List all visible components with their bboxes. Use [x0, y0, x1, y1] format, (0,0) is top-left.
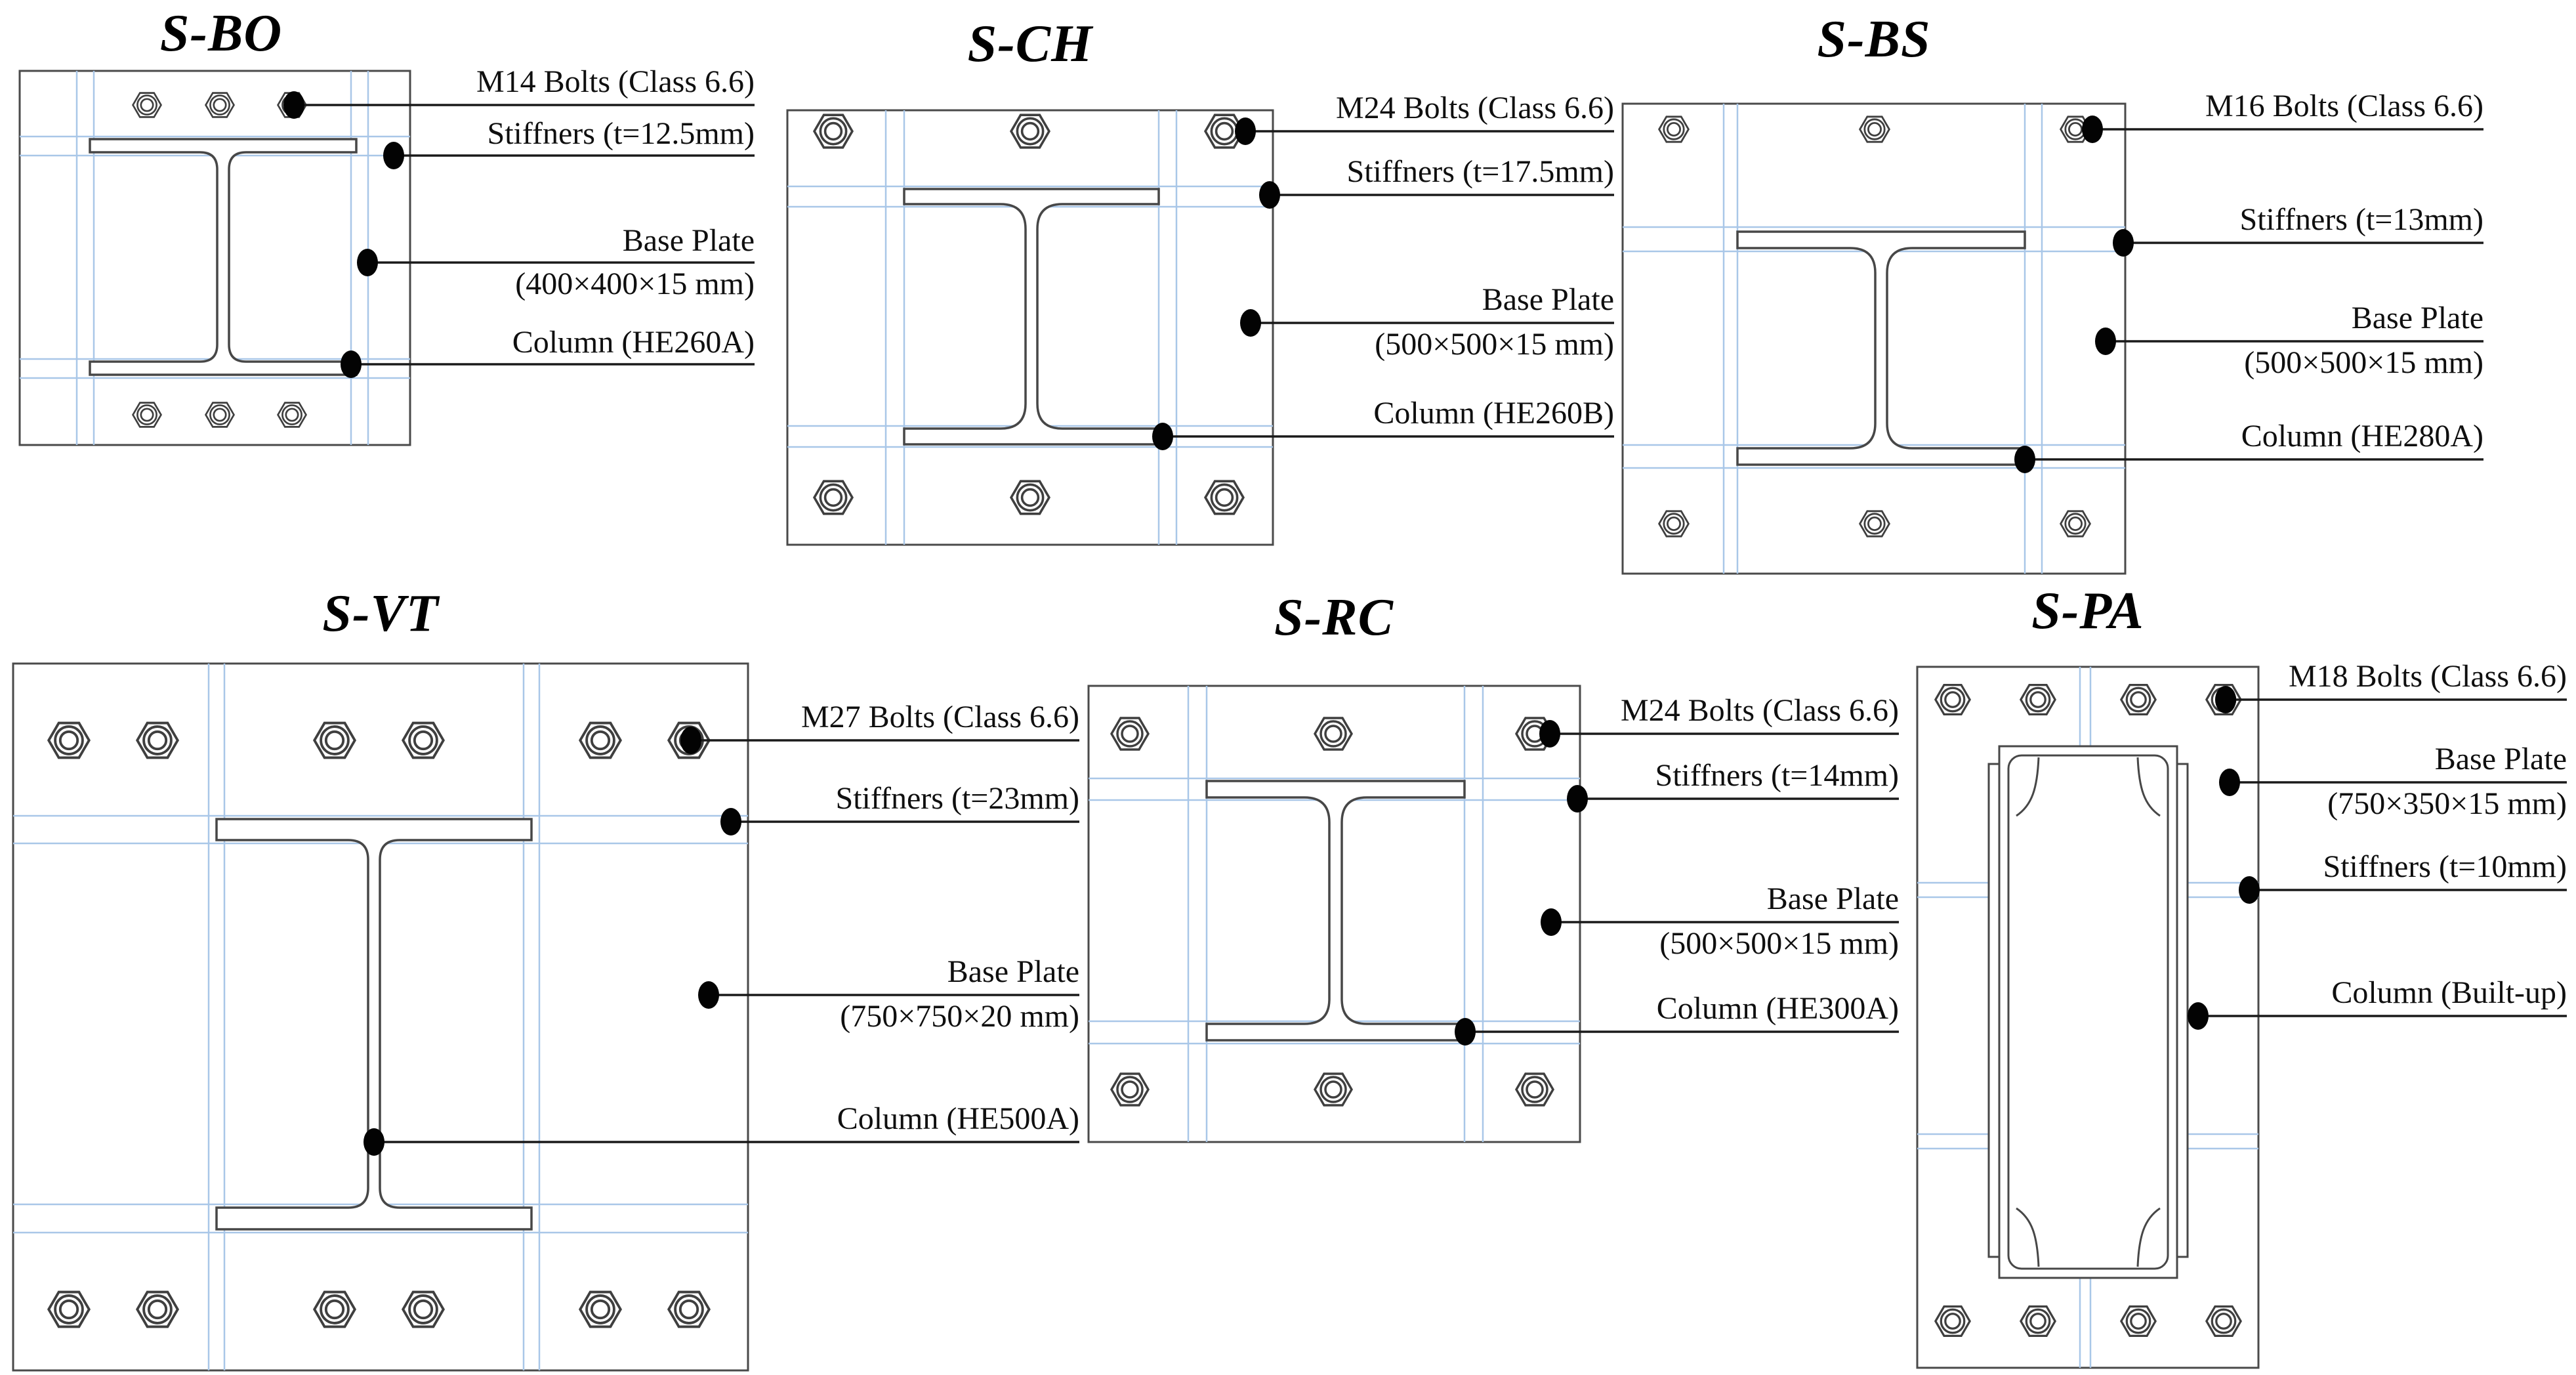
label-base-plate: Base Plate — [1766, 881, 1899, 916]
panel-s-pa: S-PA M18 Bolts (Class 6.6) Base Plate (7… — [1911, 578, 2575, 1375]
panel-title: S-BS — [1817, 11, 1931, 68]
stiffener-lines — [13, 664, 748, 1370]
leader-lines — [283, 91, 755, 378]
panel-title: S-CH — [967, 15, 1093, 73]
label-column: Column (Built-up) — [2331, 975, 2567, 1010]
label-bolts: M14 Bolts (Class 6.6) — [476, 64, 755, 99]
label-base-plate-dims: (750×750×20 mm) — [840, 999, 1079, 1034]
label-stiffeners: Stiffners (t=23mm) — [835, 781, 1079, 816]
label-base-plate-dims: (500×500×15 mm) — [2244, 345, 2483, 380]
label-column: Column (HE260A) — [512, 325, 755, 360]
leader-lines — [1455, 720, 1899, 1046]
label-base-plate-dims: (400×400×15 mm) — [515, 266, 755, 301]
panel-title: S-BO — [159, 5, 283, 62]
label-bolts: M24 Bolts (Class 6.6) — [1335, 91, 1614, 125]
label-base-plate: Base Plate — [2434, 742, 2567, 776]
base-plate-outline — [1621, 102, 2127, 575]
box-outer — [1998, 745, 2178, 1279]
panel-title: S-VT — [322, 585, 439, 643]
label-bolts: M18 Bolts (Class 6.6) — [2288, 659, 2567, 694]
label-column: Column (HE260B) — [1373, 396, 1614, 431]
label-base-plate: Base Plate — [622, 223, 755, 258]
diagram-s-rc — [1087, 685, 1899, 1143]
label-column: Column (HE300A) — [1656, 991, 1899, 1026]
label-base-plate-dims: (750×350×15 mm) — [2327, 786, 2567, 821]
side-plate-right — [2176, 763, 2189, 1258]
column-section — [1987, 745, 2189, 1279]
base-plate-outline — [18, 70, 411, 446]
side-plate-left — [1987, 763, 2001, 1258]
panel-s-vt: S-VT M27 Bolts (Class 6.6) Stiffners (t=… — [7, 578, 1089, 1375]
panel-s-bs: S-BS M16 Bolts (Class 6.6) Stiffners (t=… — [1619, 0, 2493, 578]
stiffener-lines — [1623, 104, 2125, 574]
stiffener-lines — [787, 110, 1273, 545]
leader-lines — [364, 727, 1079, 1156]
label-base-plate: Base Plate — [947, 954, 1079, 989]
diagram-s-bo — [18, 70, 755, 446]
label-bolts: M24 Bolts (Class 6.6) — [1620, 693, 1899, 728]
column-section — [215, 818, 533, 1231]
label-base-plate: Base Plate — [2351, 301, 2483, 335]
label-stiffeners: Stiffners (t=14mm) — [1655, 758, 1899, 793]
label-stiffeners: Stiffners (t=13mm) — [2239, 202, 2483, 237]
label-base-plate: Base Plate — [1482, 282, 1614, 317]
leader-lines — [2188, 686, 2567, 1030]
panel-s-ch: S-CH M24 Bolts (Class 6.6) Stiffners (t=… — [781, 0, 1621, 555]
label-base-plate-dims: (500×500×15 mm) — [1375, 327, 1614, 362]
label-stiffeners: Stiffners (t=12.5mm) — [487, 116, 755, 151]
diagram-s-ch — [786, 109, 1614, 546]
label-bolts: M27 Bolts (Class 6.6) — [800, 700, 1079, 734]
box-inner — [2007, 754, 2169, 1270]
leader-lines — [2014, 116, 2483, 473]
label-stiffeners: Stiffners (t=17.5mm) — [1346, 154, 1614, 189]
diagram-s-pa — [1916, 666, 2567, 1369]
label-column: Column (HE280A) — [2241, 419, 2483, 454]
leader-lines — [1152, 117, 1614, 450]
label-stiffeners: Stiffners (t=10mm) — [2323, 849, 2567, 884]
label-bolts: M16 Bolts (Class 6.6) — [2205, 89, 2483, 123]
panel-s-rc: S-RC M24 Bolts (Class 6.6) Stiffners (t=… — [1082, 578, 1905, 1375]
panel-s-bo: S-BO M14 Bolts (Class 6.6) Stiffners (t=… — [13, 0, 761, 459]
diagram-s-vt — [12, 662, 1079, 1372]
panel-title: S-RC — [1274, 589, 1394, 646]
panel-title: S-PA — [2031, 582, 2144, 640]
label-column: Column (HE500A) — [837, 1101, 1079, 1136]
label-base-plate-dims: (500×500×15 mm) — [1659, 926, 1899, 961]
diagram-s-bs — [1621, 102, 2483, 575]
